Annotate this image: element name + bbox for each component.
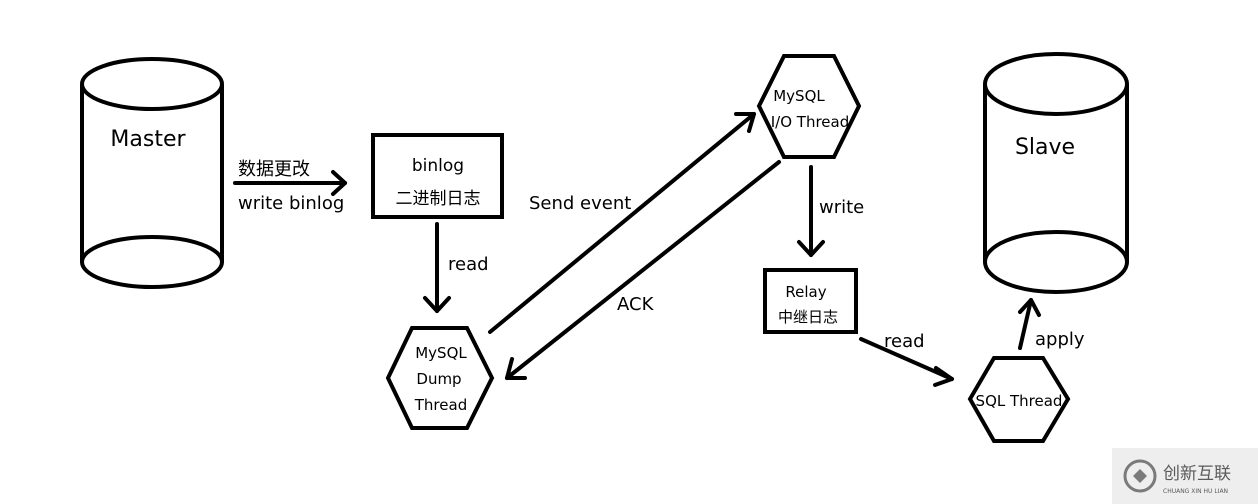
relay-cn-label: 中继日志 xyxy=(778,308,838,326)
io-thread-line1: MySQL xyxy=(773,87,825,105)
binlog-label: binlog xyxy=(412,156,464,176)
data-change-label: 数据更改 xyxy=(238,159,310,180)
watermark-logo-icon xyxy=(1123,459,1157,493)
relay-read-arrow: read xyxy=(859,331,954,387)
binlog-read-arrow: read xyxy=(423,222,489,313)
io-thread-line2: I/O Thread xyxy=(771,113,850,131)
io-write-label: write xyxy=(819,197,864,218)
watermark: 创新互联 CHUANG XIN HU LIAN xyxy=(1112,448,1258,504)
send-event-label: Send event xyxy=(529,193,631,214)
master-label: Master xyxy=(110,127,186,152)
write-binlog-label: write binlog xyxy=(238,193,344,214)
io-write-arrow: write xyxy=(797,165,864,257)
slave-label: Slave xyxy=(1015,135,1075,160)
write-binlog-arrow: 数据更改 write binlog xyxy=(233,159,347,214)
apply-label: apply xyxy=(1035,329,1085,350)
send-event-arrow: Send event xyxy=(488,112,756,334)
dump-thread-hexagon: MySQL Dump Thread xyxy=(385,326,495,430)
relay-read-label: read xyxy=(884,331,925,352)
relay-label: Relay xyxy=(785,283,826,301)
ack-label: ACK xyxy=(617,294,655,315)
binlog-read-label: read xyxy=(448,254,489,275)
dump-thread-line1: MySQL xyxy=(415,344,467,362)
binlog-cn-label: 二进制日志 xyxy=(396,189,481,209)
watermark-text: 创新互联 xyxy=(1163,464,1231,484)
sql-thread-hexagon: SQL Thread xyxy=(967,356,1071,443)
dump-thread-line3: Thread xyxy=(414,396,467,414)
sql-thread-label: SQL Thread xyxy=(976,392,1063,410)
dump-thread-line2: Dump xyxy=(416,370,461,388)
binlog-box: binlog 二进制日志 xyxy=(371,133,504,219)
slave-cylinder: Slave xyxy=(983,52,1129,294)
apply-arrow: apply xyxy=(1018,298,1085,350)
master-cylinder: Master xyxy=(80,57,224,289)
watermark-subtext: CHUANG XIN HU LIAN xyxy=(1163,488,1228,495)
ack-arrow: ACK xyxy=(505,160,781,380)
relay-box: Relay 中继日志 xyxy=(763,268,858,334)
io-thread-hexagon: MySQL I/O Thread xyxy=(756,54,862,159)
